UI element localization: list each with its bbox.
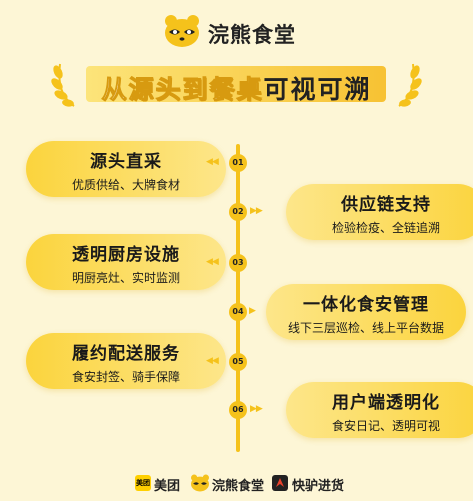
step-title: 一体化食安管理 [303, 295, 429, 315]
step-card-06: 用户端透明化 食安日记、透明可视 [286, 382, 473, 438]
step-number-04: 04 [229, 303, 247, 321]
header: 浣熊食堂 [0, 14, 473, 50]
timeline-line [236, 144, 240, 452]
step-number-01: 01 [229, 154, 247, 172]
arrow-left-icon: ◀◀ [206, 157, 219, 167]
partner-meituan: 美团 [154, 479, 181, 494]
step-subtitle: 优质供给、大牌食材 [71, 178, 180, 192]
footer-partners: 美团 美团 浣熊食堂 快驴进货 [0, 473, 473, 497]
step-number-06: 06 [229, 401, 247, 419]
laurel-left-icon [51, 63, 75, 107]
arrow-right-icon: ▶▶ [250, 404, 263, 414]
kuailv-logo-icon [272, 475, 288, 491]
arrow-right-icon: ▶▶ [250, 206, 263, 216]
step-card-03: 透明厨房设施 明厨亮灶、实时监测 [26, 234, 226, 290]
step-title: 透明厨房设施 [72, 245, 180, 265]
step-title: 供应链支持 [341, 195, 431, 215]
laurel-right-icon [398, 63, 422, 107]
step-card-04: 一体化食安管理 线下三层巡检、线上平台数据 [266, 284, 466, 340]
step-title: 源头直采 [90, 152, 162, 172]
brand-name: 浣熊食堂 [208, 23, 296, 47]
step-subtitle: 线下三层巡检、线上平台数据 [287, 321, 444, 335]
step-number-03: 03 [229, 254, 247, 272]
step-number-02: 02 [229, 203, 247, 221]
step-card-02: 供应链支持 检验检疫、全链追溯 [286, 184, 473, 240]
partner-kuailv: 快驴进货 [292, 479, 345, 494]
arrow-left-icon: ◀◀ [206, 356, 219, 366]
step-subtitle: 检验检疫、全链追溯 [331, 221, 440, 235]
page-title: 从源头到餐桌可视可溯 [0, 70, 473, 106]
title-part-1: 从源头到餐桌 [101, 75, 264, 105]
raccoon-logo-icon [191, 474, 209, 492]
step-title: 用户端透明化 [332, 393, 440, 413]
step-subtitle: 食安封签、骑手保障 [71, 370, 180, 384]
step-subtitle: 食安日记、透明可视 [331, 419, 440, 433]
step-subtitle: 明厨亮灶、实时监测 [71, 271, 180, 285]
title-part-2: 可视可溯 [263, 75, 372, 104]
arrow-left-icon: ◀◀ [206, 257, 219, 267]
raccoon-logo-icon [165, 15, 199, 47]
title-banner: 从源头到餐桌可视可溯 [0, 58, 473, 110]
title-highlight [86, 66, 386, 102]
step-title: 履约配送服务 [72, 344, 180, 364]
arrow-right-icon: ▶ [249, 306, 256, 316]
meituan-logo-icon: 美团 [135, 475, 151, 491]
step-card-05: 履约配送服务 食安封签、骑手保障 [26, 333, 226, 389]
partner-huanxiong: 浣熊食堂 [212, 479, 265, 494]
step-number-05: 05 [229, 353, 247, 371]
step-card-01: 源头直采 优质供给、大牌食材 [26, 141, 226, 197]
